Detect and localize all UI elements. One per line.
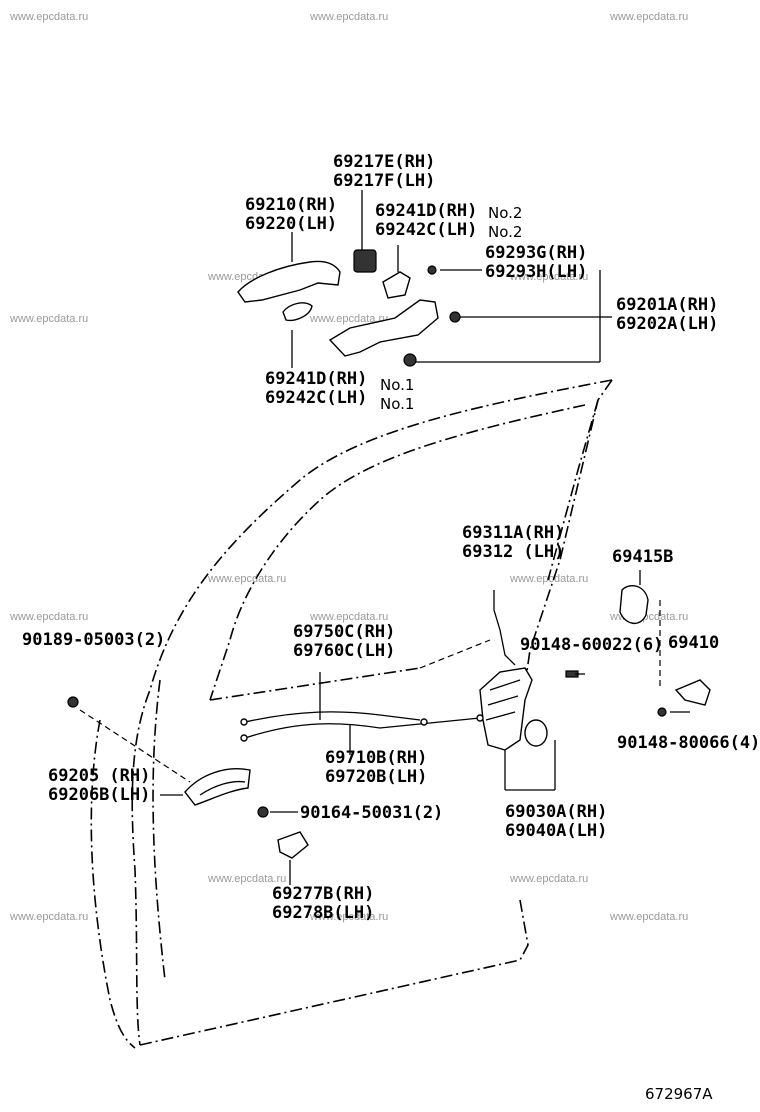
- watermark: www.epcdata.ru: [509, 271, 588, 283]
- outside-handle-assembly: [237, 190, 612, 368]
- part-label: 69206B(LH): [48, 785, 150, 805]
- part-label: 69415B: [612, 547, 673, 567]
- part-label: 69410: [668, 633, 719, 653]
- clip: [67, 696, 79, 708]
- lock-grommet: [524, 719, 548, 747]
- part-label: 69278B(LH): [272, 903, 374, 923]
- part-label: 69220(LH): [245, 214, 337, 234]
- inside-handle: [184, 768, 251, 806]
- watermark: www.epcdata.ru: [9, 11, 88, 23]
- watermark: www.epcdata.ru: [309, 313, 388, 325]
- striker-cover: [619, 584, 649, 624]
- part-label: 69241D(RH): [375, 201, 477, 221]
- striker-screw: [657, 707, 667, 717]
- watermark: www.epcdata.ru: [309, 11, 388, 23]
- lock-rod: [493, 590, 516, 666]
- watermark: www.epcdata.ru: [207, 573, 286, 585]
- handle-pad-no2: [382, 271, 411, 299]
- part-note: No.1: [380, 395, 414, 413]
- outside-handle-frame: [328, 299, 439, 357]
- handle-cover-part: [353, 249, 377, 273]
- part-label: 69030A(RH): [505, 802, 607, 822]
- screw: [257, 806, 269, 818]
- diagram-id: 672967A: [645, 1085, 713, 1103]
- inside-handle-bezel: [277, 831, 309, 859]
- part-label: 69241D(RH): [265, 369, 367, 389]
- cable-assembly: [240, 639, 491, 755]
- part-labels: 69217E(RH) 69217F(LH) 69210(RH) 69220(LH…: [22, 152, 760, 1103]
- watermark: www.epcdata.ru: [9, 911, 88, 923]
- part-label: 69040A(LH): [505, 821, 607, 841]
- part-label: 90148-60022(6): [520, 635, 663, 655]
- part-label: 69760C(LH): [293, 641, 395, 661]
- part-label: 69242C(LH): [265, 388, 367, 408]
- part-note: No.2: [488, 223, 522, 241]
- watermark: www.epcdata.ru: [309, 611, 388, 623]
- part-label: 90148-80066(4): [617, 733, 760, 753]
- door-outline: [90, 379, 613, 1049]
- cable: [244, 717, 481, 739]
- part-label: 69720B(LH): [325, 767, 427, 787]
- part-label: 69201A(RH): [616, 295, 718, 315]
- part-note: No.1: [380, 376, 414, 394]
- inside-handle-assembly: [67, 696, 309, 885]
- door-lock-assembly: [479, 590, 585, 791]
- cable: [244, 711, 421, 723]
- screw: [449, 311, 461, 323]
- part-note: No.2: [488, 204, 522, 222]
- part-label: 69311A(RH): [462, 523, 564, 543]
- door-striker: [674, 679, 711, 706]
- watermark: www.epcdata.ru: [509, 873, 588, 885]
- watermark: www.epcdata.ru: [207, 873, 286, 885]
- handle-pad-no1: [282, 302, 313, 322]
- striker-assembly: [619, 570, 711, 717]
- part-label: 69750C(RH): [293, 622, 395, 642]
- clip: [427, 265, 437, 275]
- watermark: www.epcdata.ru: [609, 11, 688, 23]
- part-label: 69277B(RH): [272, 884, 374, 904]
- part-label: 69242C(LH): [375, 220, 477, 240]
- part-label: 69205 (RH): [48, 766, 150, 786]
- part-label: 69710B(RH): [325, 748, 427, 768]
- watermark: www.epcdata.ru: [609, 911, 688, 923]
- watermark: www.epcdata.ru: [309, 911, 388, 923]
- part-label: 69202A(LH): [616, 314, 718, 334]
- part-label: 69312 (LH): [462, 542, 564, 562]
- door-lock: [479, 667, 533, 751]
- part-label: 90189-05003(2): [22, 630, 165, 650]
- watermark: www.epcdata.ru: [9, 611, 88, 623]
- part-label: 69210(RH): [245, 195, 337, 215]
- part-label: 69217F(LH): [333, 171, 435, 191]
- part-label: 90164-50031(2): [300, 803, 443, 823]
- part-label: 69217E(RH): [333, 152, 435, 172]
- screw: [403, 353, 417, 367]
- part-label: 69293H(LH): [485, 262, 587, 282]
- watermark: www.epcdata.ru: [9, 313, 88, 325]
- outside-handle: [237, 260, 341, 303]
- part-label: 69293G(RH): [485, 243, 587, 263]
